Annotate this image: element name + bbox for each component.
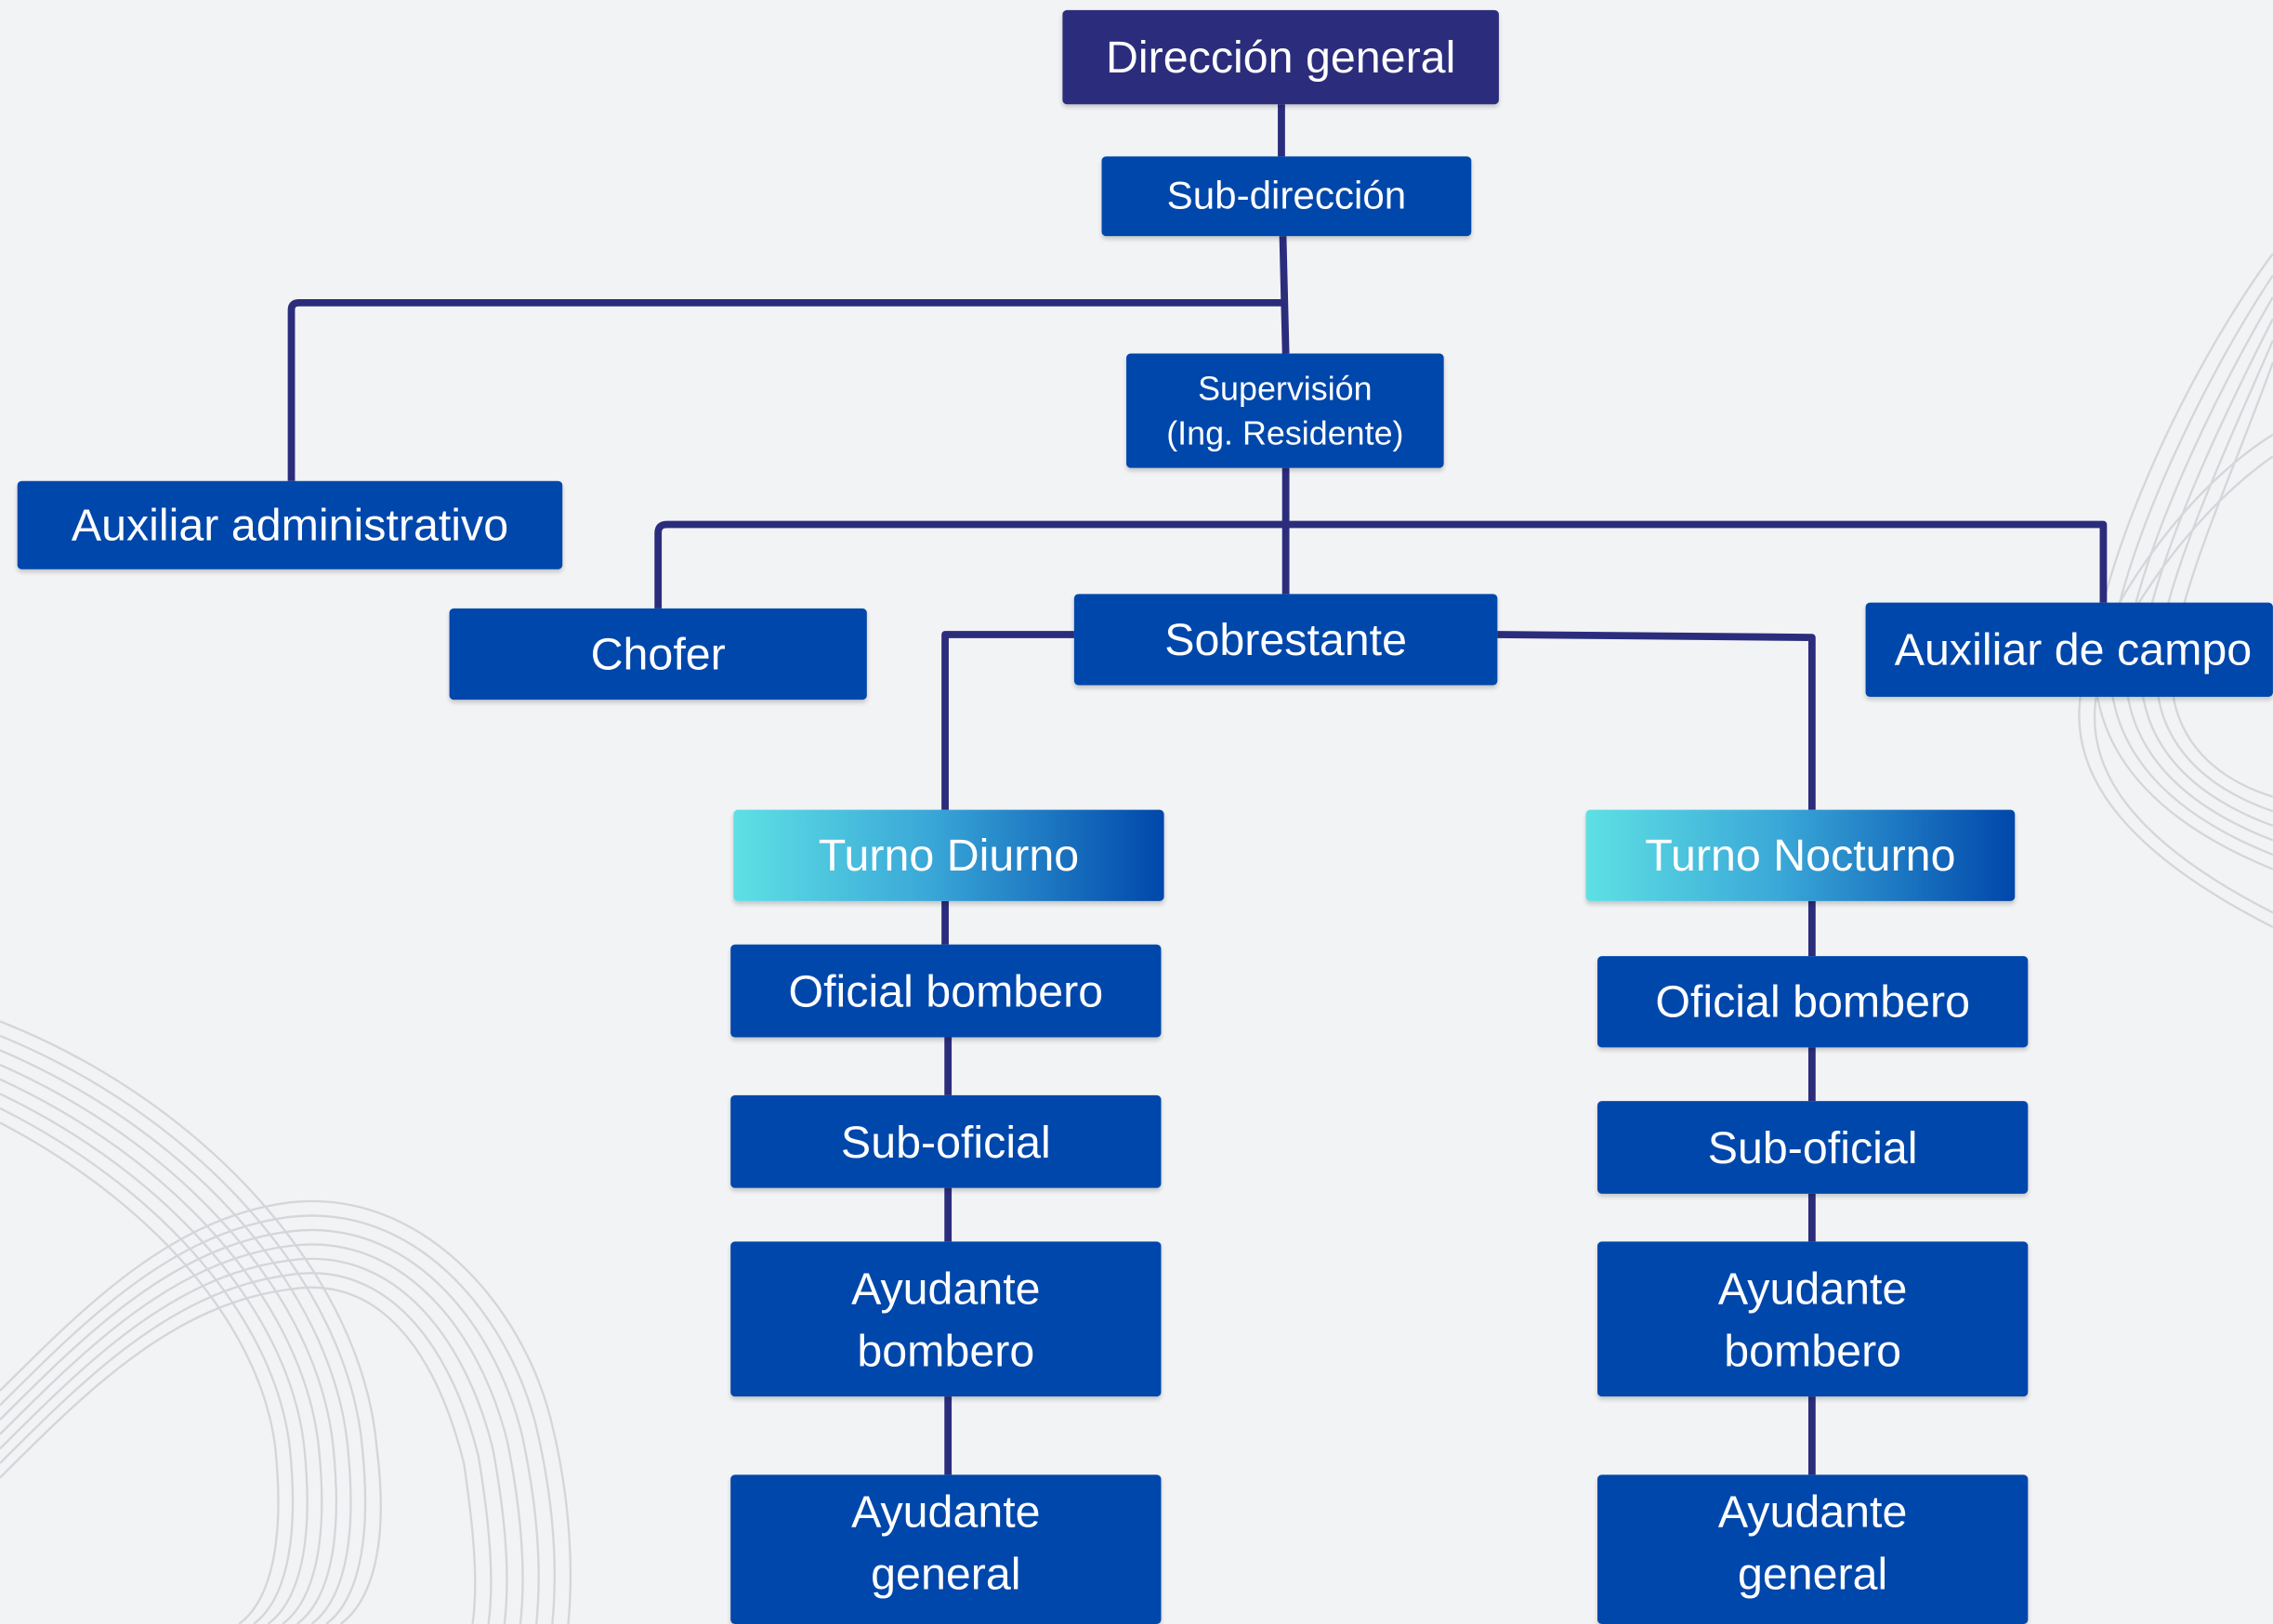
node-diurno-oficial-bombero-label: Oficial bombero [788,965,1104,1016]
node-nocturno-oficial-bombero-label: Oficial bombero [1655,976,1970,1028]
node-diurno-ayudante-general-line2: general [871,1548,1021,1600]
node-diurno-ayudante-general-line1: Ayudante [851,1486,1041,1538]
node-nocturno-ayudante-bombero: Ayudante bombero [1597,1241,2029,1397]
node-nocturno-ayudante-bombero-line2: bombero [1724,1324,1902,1376]
node-nocturno-sub-oficial-label: Sub-oficial [1707,1121,1918,1173]
node-diurno-ayudante-general: Ayudante general [730,1474,1162,1624]
node-direccion-general: Dirección general [1062,9,1499,105]
node-turno-diurno: Turno Diurno [733,809,1164,901]
node-diurno-sub-oficial: Sub-oficial [730,1094,1162,1188]
node-diurno-sub-oficial-label: Sub-oficial [840,1116,1051,1168]
node-auxiliar-administrativo: Auxiliar administrativo [17,480,563,570]
node-sobrestante-label: Sobrestante [1164,614,1408,665]
node-chofer-label: Chofer [590,628,726,680]
node-nocturno-ayudante-general-line2: general [1737,1548,1888,1600]
node-turno-nocturno: Turno Nocturno [1585,809,2016,901]
node-turno-diurno-label: Turno Diurno [818,830,1080,882]
node-sub-direccion: Sub-dirección [1101,156,1472,237]
node-direccion-general-label: Dirección general [1106,32,1456,83]
node-auxiliar-de-campo: Auxiliar de campo [1865,602,2273,698]
node-supervision: Supervisión (Ing. Residente) [1126,353,1444,468]
node-sobrestante: Sobrestante [1073,594,1498,686]
background-wave-right [2078,253,2273,928]
node-turno-nocturno-label: Turno Nocturno [1645,830,1956,882]
node-auxiliar-administrativo-label: Auxiliar administrativo [71,499,509,551]
background-wave-left [0,1020,572,1624]
node-nocturno-ayudante-general: Ayudante general [1597,1474,2029,1624]
node-diurno-ayudante-bombero-line2: bombero [857,1324,1035,1376]
node-supervision-line2: (Ing. Residente) [1166,413,1404,452]
node-nocturno-ayudante-general-line1: Ayudante [1717,1486,1908,1538]
node-nocturno-sub-oficial: Sub-oficial [1597,1101,2029,1194]
node-sub-direccion-label: Sub-dirección [1166,174,1407,217]
node-diurno-ayudante-bombero-line1: Ayudante [851,1262,1041,1314]
node-nocturno-ayudante-bombero-line1: Ayudante [1717,1262,1908,1314]
node-chofer: Chofer [449,608,867,701]
node-diurno-oficial-bombero: Oficial bombero [730,944,1162,1038]
node-supervision-line1: Supervisión [1198,368,1373,407]
connectors [287,104,2108,1475]
node-nocturno-oficial-bombero: Oficial bombero [1597,956,2029,1048]
node-auxiliar-de-campo-label: Auxiliar de campo [1894,624,2253,675]
node-diurno-ayudante-bombero: Ayudante bombero [730,1241,1162,1397]
